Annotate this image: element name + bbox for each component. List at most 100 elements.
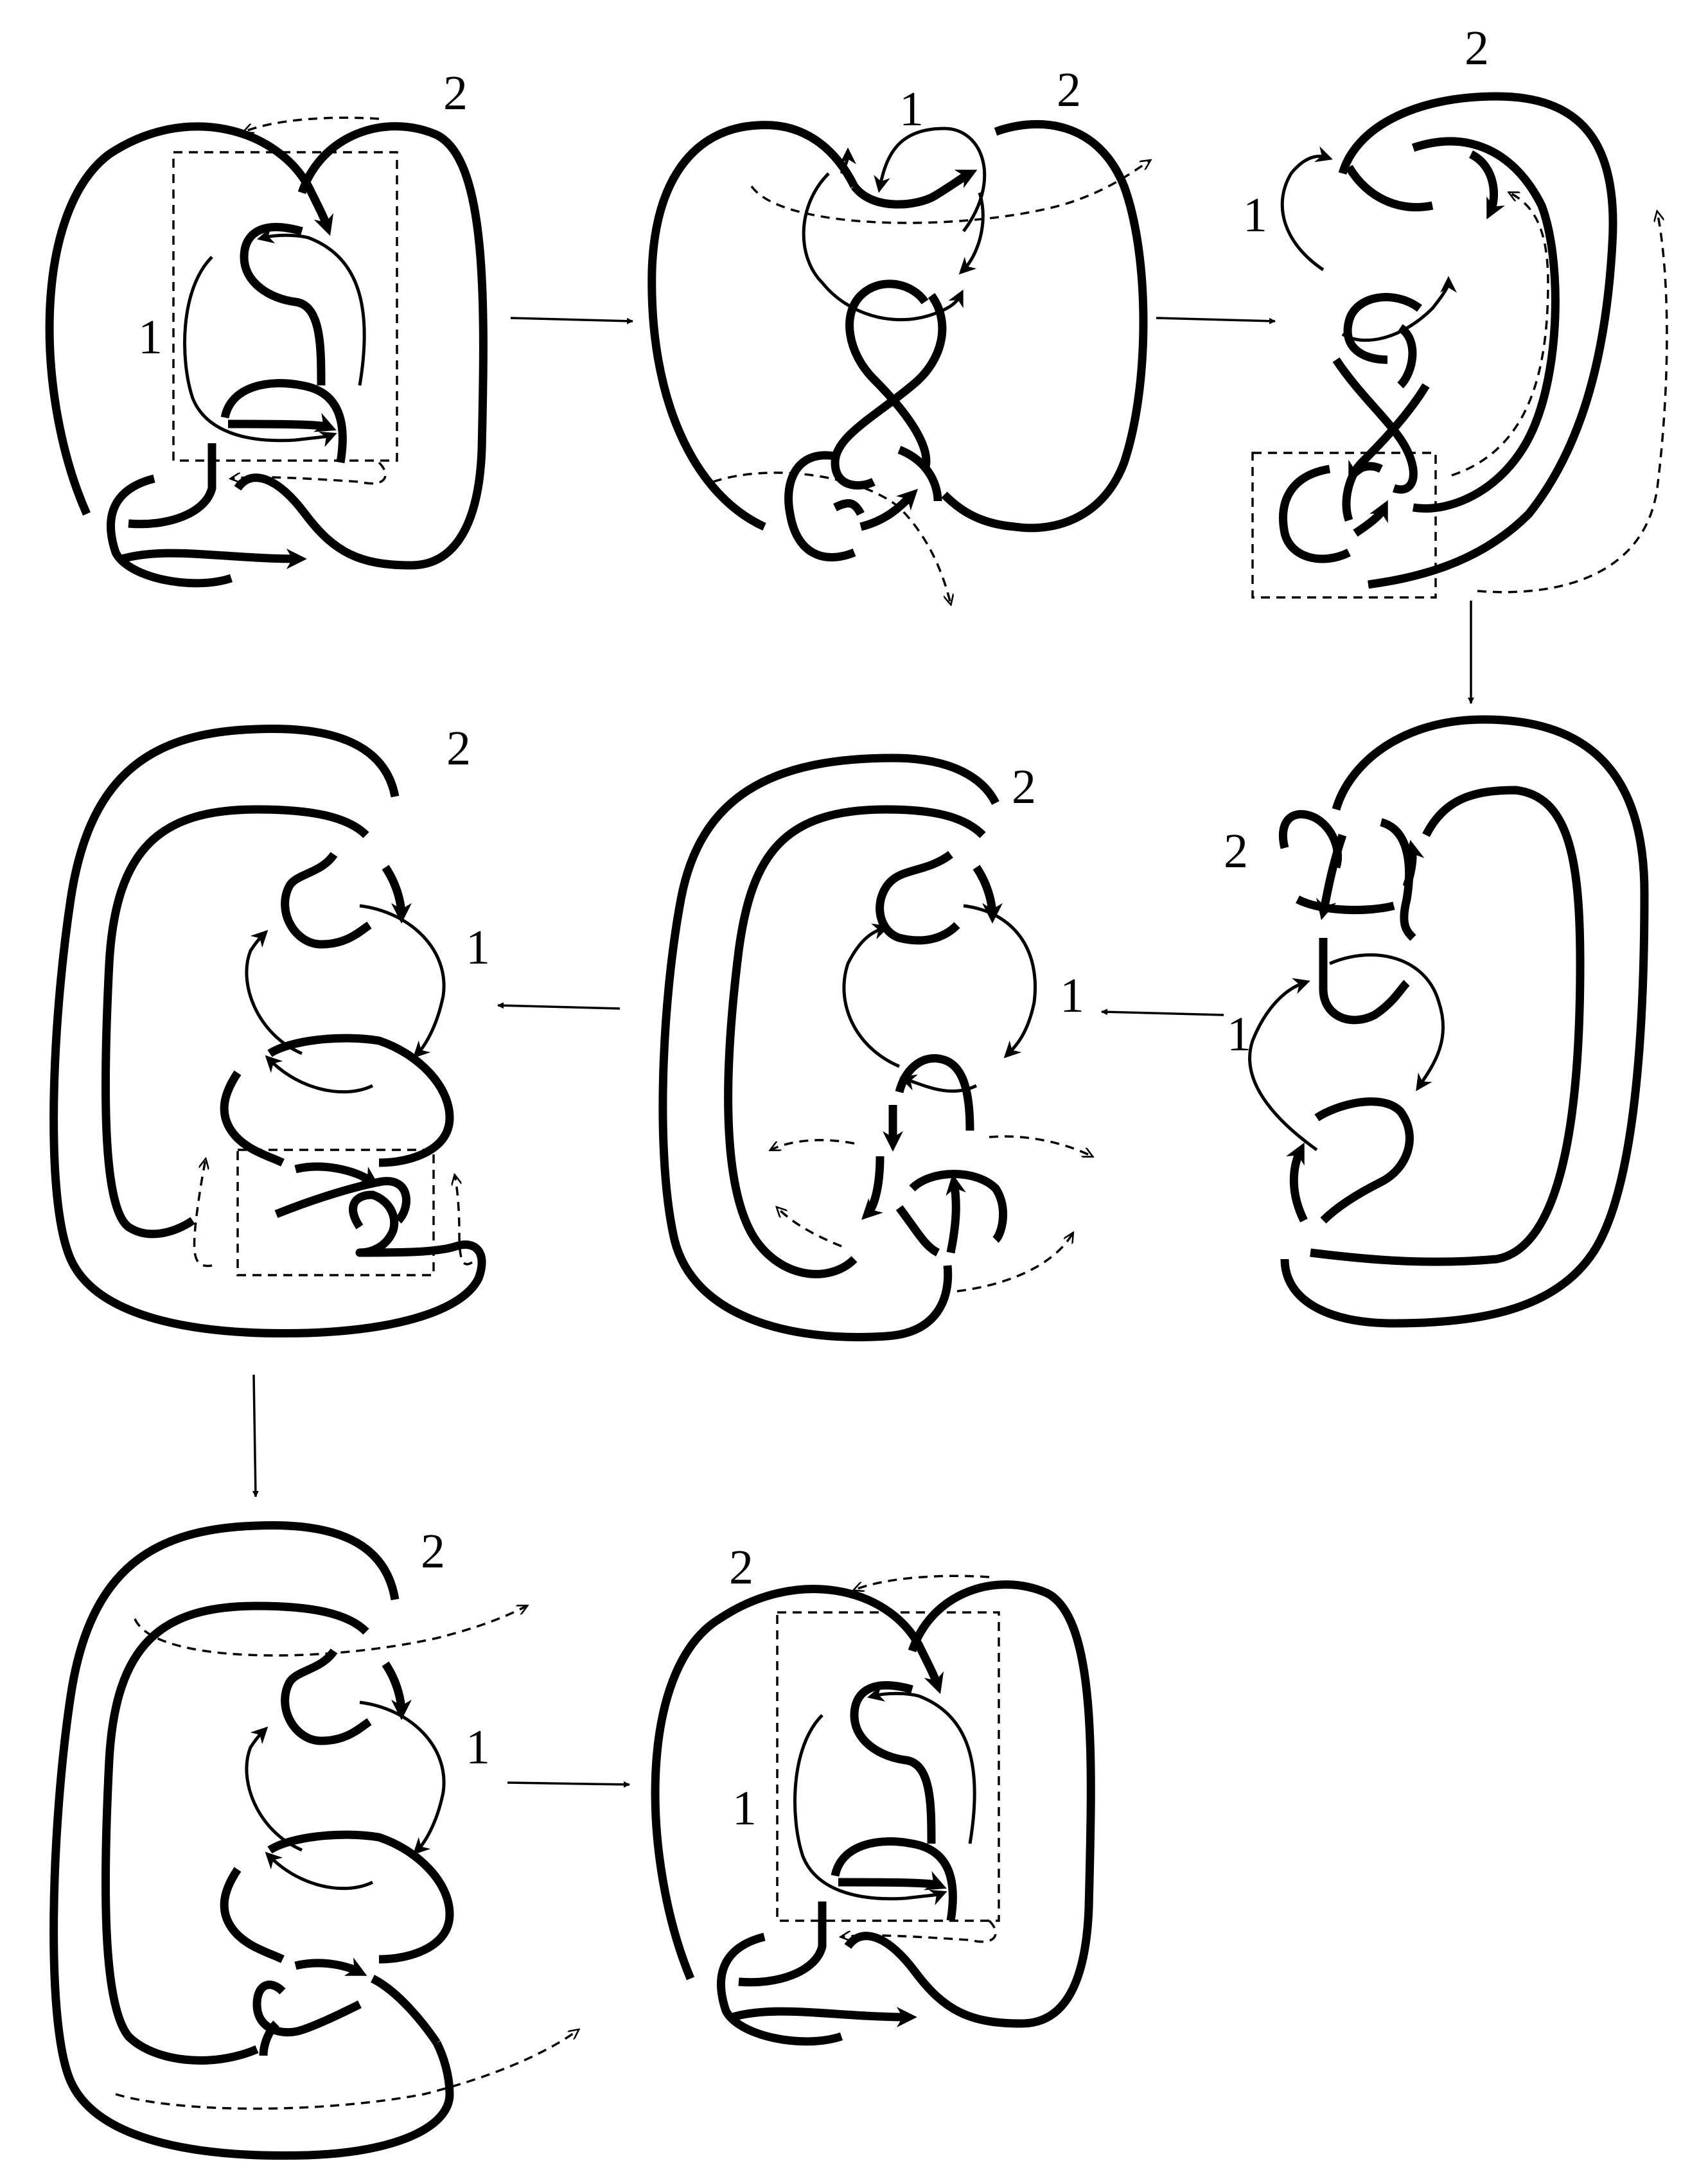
move-path: [989, 1135, 1092, 1156]
strand-1: [899, 1074, 978, 1093]
strand-2: [267, 1830, 454, 1964]
move-path: [712, 472, 951, 604]
strand-2: [1402, 840, 1425, 888]
label-2: 2: [443, 66, 468, 120]
strand-2: [1310, 786, 1585, 1266]
strand-2: [1379, 818, 1416, 941]
strand-1: [802, 172, 964, 322]
move-path: [777, 1208, 842, 1248]
strand-2: [220, 1867, 285, 1963]
move-path: [115, 2030, 578, 2110]
strand-2: [897, 445, 942, 502]
panel-8: 2 1: [651, 1540, 1095, 2046]
strand-2: [274, 1177, 410, 1224]
strand-2: [850, 1681, 936, 1844]
panel-6: 2 1: [49, 721, 490, 1337]
strand-1: [183, 256, 337, 447]
strand-2: [831, 1837, 957, 1922]
strand-2: [294, 1162, 380, 1187]
label-1: 1: [732, 1781, 757, 1835]
move-path: [193, 1160, 213, 1267]
strand-2: [845, 279, 931, 471]
panel-2: 1 2: [647, 63, 1150, 604]
strand-2: [1411, 137, 1560, 513]
strand-2: [1286, 1142, 1308, 1222]
strand-2: [128, 443, 216, 529]
panel-3: 1 2: [1243, 21, 1668, 599]
strand-2: [240, 223, 326, 386]
strand-2: [281, 852, 372, 949]
strand-2: [833, 499, 865, 516]
strand-2: [946, 1174, 966, 1254]
strand-1: [1329, 953, 1445, 1091]
panel-5: 2 1: [658, 754, 1092, 1341]
move-path: [244, 116, 380, 132]
strand-2: [1332, 357, 1418, 494]
strand-2: [1280, 715, 1649, 1328]
strand-2: [370, 1975, 441, 2045]
strand-2: [717, 1932, 843, 2046]
step-arrow: [1156, 317, 1276, 324]
strand-2: [1319, 938, 1410, 1025]
strand-2: [382, 865, 412, 924]
step-arrow: [507, 1781, 630, 1788]
move-path: [455, 1176, 473, 1266]
label-2: 2: [1465, 21, 1489, 75]
strand-2: [909, 1170, 1008, 1243]
strand-2: [1345, 164, 1434, 211]
step-arrow: [497, 1002, 621, 1010]
strand-2: [895, 1054, 974, 1131]
strand-1: [867, 1685, 976, 1844]
strand-2: [647, 121, 858, 531]
step-arrow: [252, 1374, 259, 1497]
strand-2: [1296, 895, 1395, 915]
label-1: 1: [466, 921, 490, 975]
label-1: 1: [1227, 1007, 1251, 1061]
label-2: 2: [1012, 760, 1036, 814]
strand-2: [121, 548, 307, 569]
move-path: [771, 1139, 855, 1150]
selection-box: [236, 1149, 435, 1276]
panel-4: 2 1: [1224, 715, 1649, 1328]
strand-2: [267, 1034, 454, 1167]
strand-1: [1248, 978, 1318, 1152]
strand-2: [724, 805, 986, 1278]
strand-2: [294, 1957, 367, 1976]
strand-2: [1397, 324, 1417, 389]
strand-2: [259, 2020, 279, 2056]
label-2: 2: [446, 721, 471, 775]
selection-box: [776, 1611, 1000, 1922]
label-1: 1: [138, 310, 163, 364]
selection-box: [1251, 452, 1437, 599]
strand-1: [1280, 146, 1333, 272]
strand-2: [1353, 500, 1388, 537]
strand-1: [793, 1714, 947, 1905]
strand-2: [281, 1648, 372, 1745]
strand-2: [349, 1190, 458, 1257]
step-arrow: [1101, 1009, 1224, 1016]
strand-2: [941, 119, 1148, 533]
panel-1: 1 2: [45, 66, 488, 588]
label-2: 2: [1057, 63, 1081, 117]
strand-1: [839, 147, 856, 175]
strand-1: [256, 227, 366, 386]
strand-1: [874, 127, 987, 233]
label-1: 1: [1243, 188, 1267, 242]
selection-box: [172, 151, 398, 462]
strand-1: [359, 1700, 446, 1855]
strand-2: [658, 754, 999, 1341]
move-path: [750, 161, 1150, 224]
strand-2: [1348, 459, 1383, 483]
move-path: [854, 1574, 990, 1590]
strand-2: [1338, 92, 1617, 589]
step-arrow: [510, 317, 633, 324]
move-path: [956, 1233, 1073, 1292]
strand-2: [831, 293, 947, 490]
strand-2: [738, 1901, 827, 1987]
strand-2: [850, 170, 978, 209]
strand-1: [1341, 276, 1457, 342]
strand-2: [895, 1205, 940, 1257]
strand-2: [861, 1156, 885, 1221]
strand-1: [265, 1851, 374, 1891]
